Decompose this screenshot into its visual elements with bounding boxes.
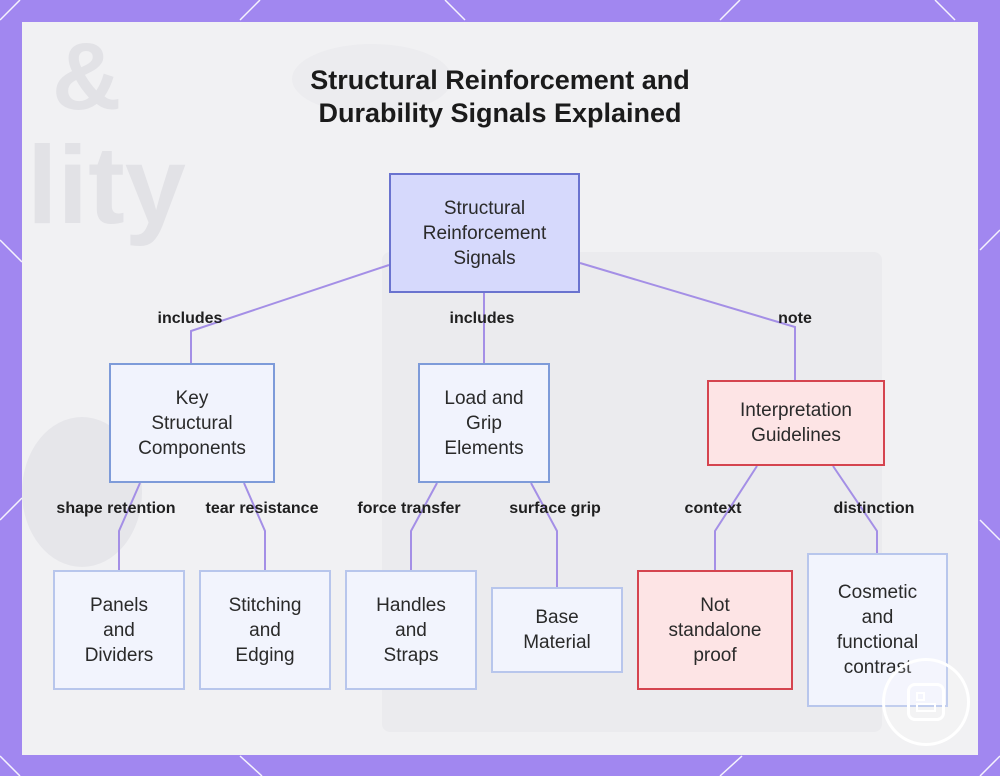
node-label: Elements [444,437,524,459]
edge-root-key [190,264,390,363]
node-label: Structural [151,412,233,434]
edge-interp-cosmetic [832,465,878,553]
node-label: Signals [453,247,516,269]
edge-root-interp [579,262,796,380]
node-label: functional [836,632,919,653]
node-structural-reinforcement-signals: Structural Reinforcement Signals [389,173,580,293]
node-label: Stitching [228,594,302,616]
edge-key-stitching [243,482,266,570]
node-label: Reinforcement [422,222,547,244]
edge-label-root-load: includes [449,310,515,327]
edge-label-interp-notproof: context [684,500,742,517]
edge-load-base [530,482,558,587]
node-label: Dividers [84,644,154,666]
node-not-standalone-proof: Not standalone proof [637,570,793,690]
edge-label-key-stitching: tear resistance [205,500,319,517]
node-label: proof [693,644,737,666]
diagram-title: Structural Reinforcement and Durability … [200,64,800,130]
edge-label-root-key: includes [157,310,223,327]
edge-label-interp-cosmetic: distinction [833,500,915,517]
node-label: Key [175,387,209,409]
node-base-material: Base Material [491,587,623,673]
node-label: Handles [376,594,446,616]
node-label: and [861,607,894,628]
node-label: Guidelines [751,425,841,446]
node-label: Grip [466,412,502,434]
node-interpretation-guidelines: Interpretation Guidelines [707,380,885,466]
node-label: and [103,619,135,641]
title-line: Durability Signals Explained [318,98,682,128]
background-decoration: & [52,23,122,130]
edge-key-panels [118,482,141,570]
node-label: Cosmetic [837,582,918,603]
node-label: Components [138,437,246,459]
background-decoration: lity [27,124,186,247]
edge-load-handles [410,482,438,570]
node-stitching-and-edging: Stitching and Edging [199,570,331,690]
node-label: Load and [444,387,524,409]
node-label: Edging [235,644,295,666]
title-line: Structural Reinforcement and [310,65,690,95]
edge-interp-notproof [714,465,758,570]
node-load-and-grip-elements: Load and Grip Elements [418,363,550,483]
node-label: Straps [383,644,439,666]
logo-badge-icon [882,658,970,746]
node-label: Panels [89,594,149,616]
edge-label-load-handles: force transfer [357,500,461,517]
node-handles-and-straps: Handles and Straps [345,570,477,690]
node-cosmetic-and-functional-contrast: Cosmetic and functional contrast [807,553,948,707]
node-key-structural-components: Key Structural Components [109,363,275,483]
node-label: and [249,619,281,641]
node-label: Structural [443,197,526,219]
node-label: Base [535,607,579,628]
edge-label-root-interp: note [778,310,812,327]
node-label: and [395,619,427,641]
node-label: standalone [668,619,762,641]
node-panels-and-dividers: Panels and Dividers [53,570,185,690]
logo-glyph-icon [907,683,945,721]
edge-label-load-base: surface grip [509,500,601,517]
node-label: Interpretation [740,400,852,421]
edge-label-key-panels: shape retention [56,500,176,517]
node-label: Material [523,632,591,653]
background-decoration [292,44,452,114]
node-label: Not [700,594,730,616]
